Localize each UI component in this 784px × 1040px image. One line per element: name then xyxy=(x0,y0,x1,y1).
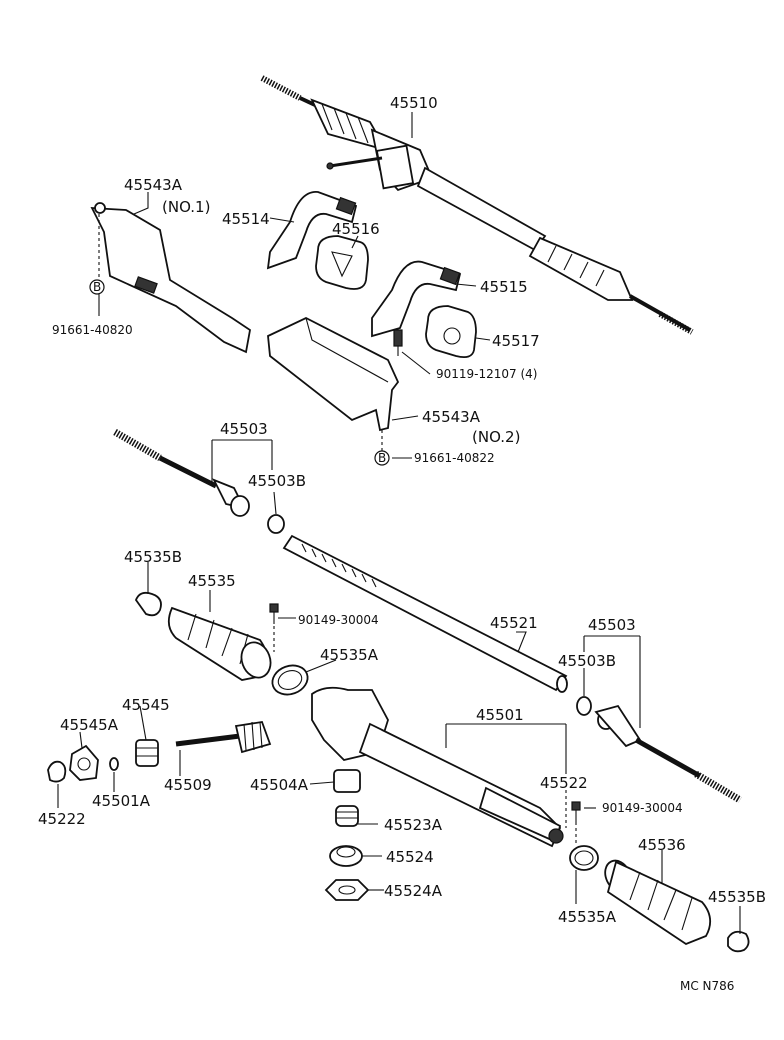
leader-lines xyxy=(57,112,741,934)
label-45535b-right: 45535B xyxy=(708,888,766,906)
bushing-45516-drawing xyxy=(315,235,369,290)
label-45536: 45536 xyxy=(638,836,686,854)
boot-45535-drawing xyxy=(167,606,272,681)
spring-45523a-drawing xyxy=(335,805,359,827)
label-45543a-no2: 45543A xyxy=(422,408,481,426)
nut-45545-drawing xyxy=(135,739,159,767)
label-45503b-left: 45503B xyxy=(248,472,306,490)
label-45222: 45222 xyxy=(38,810,86,828)
clamp-45535a-bottom-drawing xyxy=(569,845,599,871)
label-45535a-top: 45535A xyxy=(320,646,379,664)
label-45523a: 45523A xyxy=(384,816,443,834)
label-45516: 45516 xyxy=(332,220,380,238)
label-45510: 45510 xyxy=(390,94,438,112)
clamp-45535b-left-drawing xyxy=(134,591,162,617)
rack-45521-drawing xyxy=(282,534,568,693)
nut-45545a-drawing xyxy=(69,744,99,781)
bushing-45517-drawing xyxy=(425,305,477,359)
bracket-45514-drawing xyxy=(266,191,358,270)
label-45514: 45514 xyxy=(222,210,270,228)
label-45503-left: 45503 xyxy=(220,420,268,438)
label-45524a: 45524A xyxy=(384,882,443,900)
housing-45501-drawing xyxy=(311,686,564,848)
label-91661-40822: 91661-40822 xyxy=(414,451,495,465)
bolt-90119-drawing xyxy=(393,329,403,356)
label-45517: 45517 xyxy=(492,332,540,350)
label-45515: 45515 xyxy=(480,278,528,296)
circled-b-markers: B B xyxy=(89,279,390,466)
boot-45536-drawing xyxy=(604,859,712,946)
label-45521: 45521 xyxy=(490,614,538,632)
bolt-90149-bottom-drawing xyxy=(571,801,581,822)
bracket-45515-drawing xyxy=(371,260,462,338)
bracket-no2-drawing xyxy=(267,316,400,432)
locknut-45524a-drawing xyxy=(324,879,370,901)
label-90149-30004-bottom: 90149-30004 xyxy=(602,801,683,815)
cap-45524-drawing xyxy=(329,845,363,867)
tie-rod-right-drawing xyxy=(576,696,742,804)
figure-code: MC N786 xyxy=(680,979,734,993)
label-45501a: 45501A xyxy=(92,792,151,810)
bracket-no1-drawing xyxy=(90,202,251,354)
clamp-45535a-top-drawing xyxy=(271,664,309,696)
bolt-90149-top-drawing xyxy=(269,603,279,624)
label-90119-12107: 90119-12107 (4) xyxy=(436,367,538,381)
label-45535a-bottom: 45535A xyxy=(558,908,617,926)
label-91661-40820: 91661-40820 xyxy=(52,323,133,337)
label-45522: 45522 xyxy=(540,774,588,792)
tie-rod-left-drawing xyxy=(113,428,285,534)
label-45535: 45535 xyxy=(188,572,236,590)
label-45545: 45545 xyxy=(122,696,170,714)
label-45501: 45501 xyxy=(476,706,524,724)
part-labels: 45510 45543A (NO.1) 45514 45516 45515 45… xyxy=(38,94,766,993)
label-45504a: 45504A xyxy=(250,776,309,794)
label-90149-30004-top: 90149-30004 xyxy=(298,613,379,627)
label-45535b-left: 45535B xyxy=(124,548,182,566)
marker-b-2: B xyxy=(378,451,386,465)
label-45509: 45509 xyxy=(164,776,212,794)
label-45503b-right: 45503B xyxy=(558,652,616,670)
clamp-45535b-right-drawing xyxy=(727,930,750,953)
marker-b-1: B xyxy=(93,280,101,294)
cap-45222-drawing xyxy=(47,760,67,783)
label-45503-right: 45503 xyxy=(588,616,636,634)
seal-45501a-drawing xyxy=(109,757,119,771)
pinion-45509-drawing xyxy=(175,720,272,754)
label-45545a: 45545A xyxy=(60,716,119,734)
steering-gear-assembly-drawing xyxy=(260,75,694,335)
label-no2: (NO.2) xyxy=(472,428,520,446)
label-45543a-no1: 45543A xyxy=(124,176,183,194)
guide-45504a-drawing xyxy=(333,769,361,793)
label-45524: 45524 xyxy=(386,848,434,866)
label-no1: (NO.1) xyxy=(162,198,210,216)
